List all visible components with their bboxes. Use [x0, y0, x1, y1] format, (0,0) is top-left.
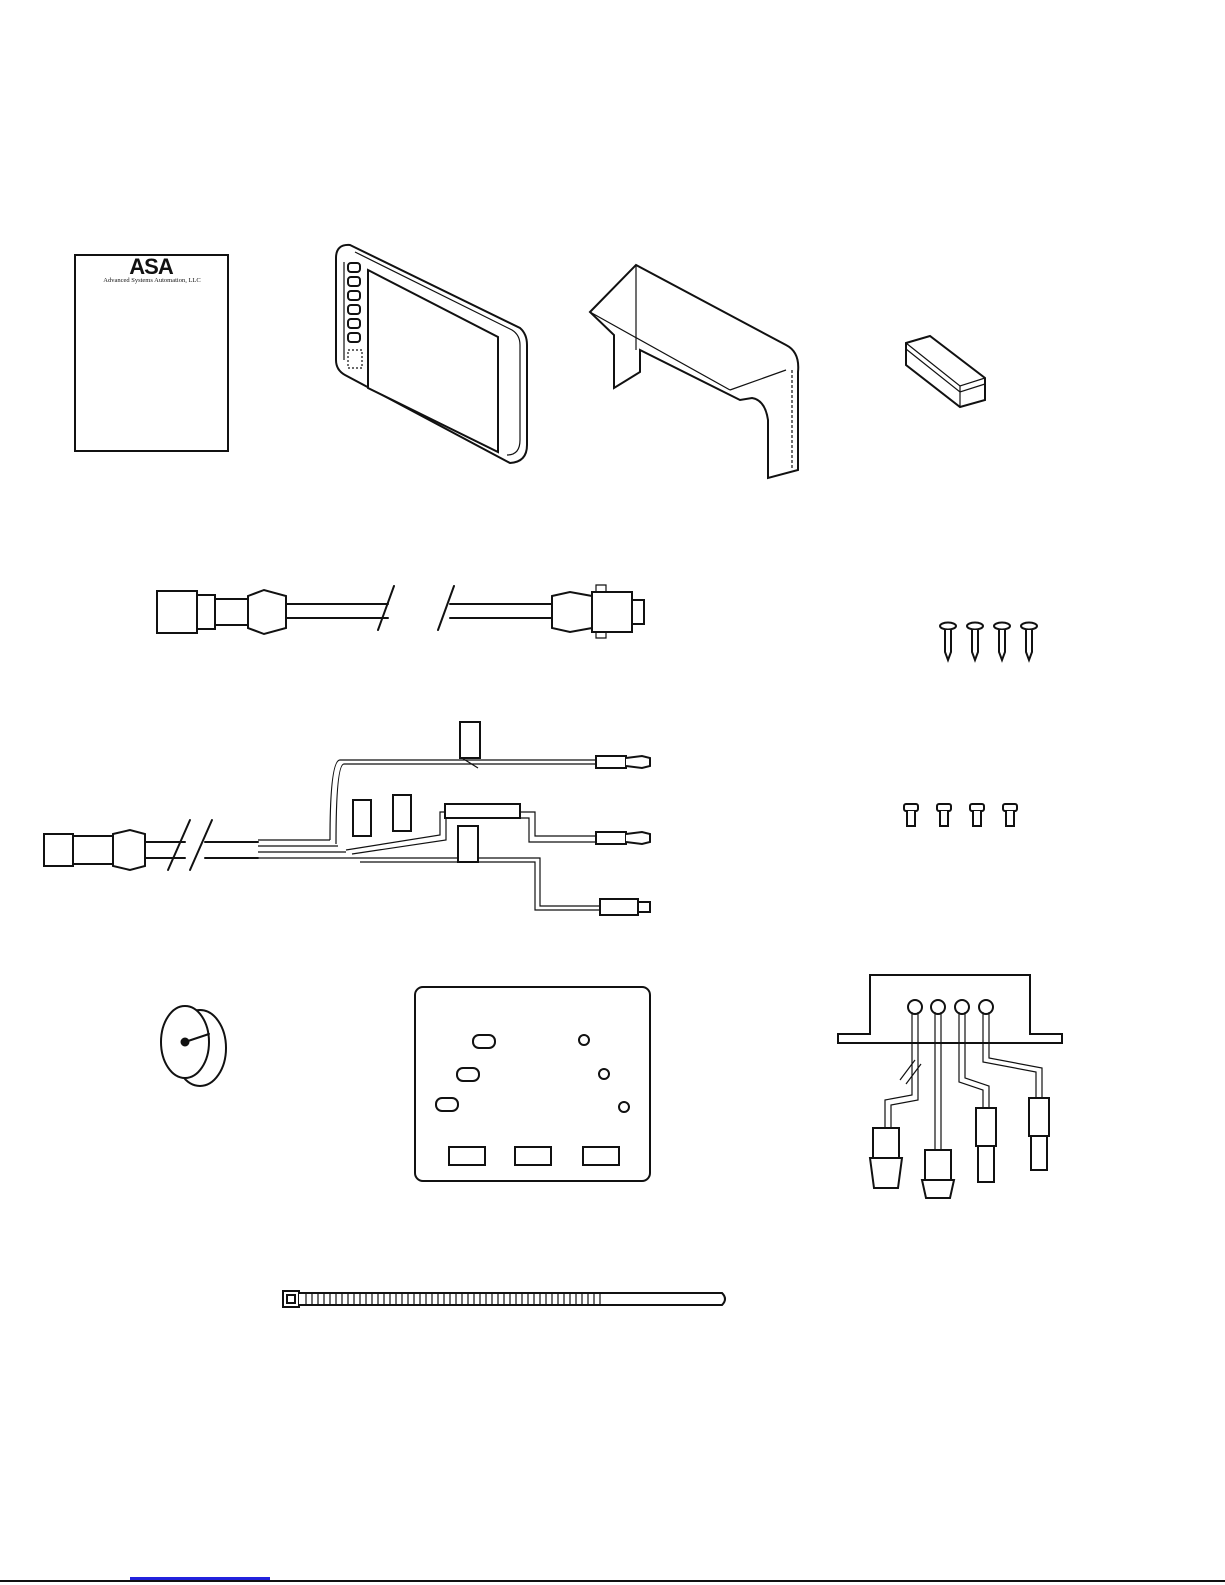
screw-icon: [994, 623, 1010, 661]
cable-tie: [283, 1291, 725, 1307]
short-screws: [904, 804, 1017, 826]
footer-rule: [0, 1580, 1225, 1582]
mounting-plate: [415, 987, 650, 1181]
sun-shield: [590, 265, 798, 478]
screw-icon: [1021, 623, 1037, 661]
extension-cable: [157, 585, 644, 638]
operators-manual: ASA Advanced Systems Automation, LLC: [75, 254, 228, 451]
adhesive-pads: [906, 336, 985, 407]
manual-tagline: Advanced Systems Automation, LLC: [103, 277, 201, 284]
grommet: [161, 1006, 226, 1086]
screw-icon: [940, 623, 956, 661]
screw-icon: [967, 623, 983, 661]
wiring-harness: [44, 722, 650, 915]
screw-icon: [1003, 804, 1017, 826]
screw-icon: [904, 804, 918, 826]
screw-icon: [937, 804, 951, 826]
manual-logo: ASA: [129, 254, 174, 279]
long-screws: [940, 623, 1037, 661]
screw-icon: [970, 804, 984, 826]
footer-link-underline[interactable]: [130, 1577, 270, 1580]
bulkhead-connector-bracket: [838, 975, 1062, 1198]
display-unit: [336, 245, 527, 463]
